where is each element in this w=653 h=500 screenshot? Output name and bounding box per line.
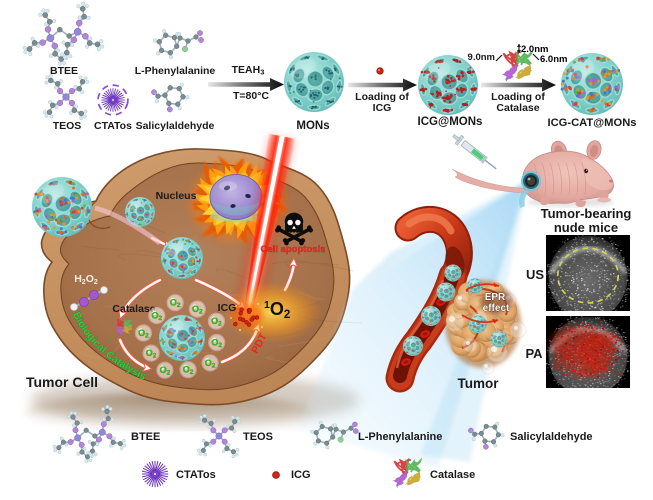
svg-text:CTATos: CTATos bbox=[176, 469, 216, 481]
svg-text:T=80°C: T=80°C bbox=[233, 90, 269, 102]
svg-text:Catalase: Catalase bbox=[430, 469, 475, 481]
svg-text:BTEE: BTEE bbox=[131, 431, 160, 443]
svg-text:Salicylaldehyde: Salicylaldehyde bbox=[136, 120, 215, 132]
svg-text:TEOS: TEOS bbox=[53, 120, 82, 132]
svg-text:Catalase: Catalase bbox=[496, 102, 539, 114]
svg-text:Tumor: Tumor bbox=[458, 376, 500, 391]
svg-text:9.0nm: 9.0nm bbox=[468, 52, 495, 63]
svg-text:TEOS: TEOS bbox=[243, 431, 273, 443]
svg-text:ICG: ICG bbox=[291, 469, 311, 481]
svg-text:EPR: EPR bbox=[485, 292, 506, 303]
svg-text:US: US bbox=[526, 267, 544, 282]
svg-text:CTATos: CTATos bbox=[94, 120, 132, 132]
svg-text:MONs: MONs bbox=[296, 120, 329, 132]
svg-text:L-Phenylalanine: L-Phenylalanine bbox=[358, 431, 442, 443]
svg-text:6.0nm: 6.0nm bbox=[540, 54, 567, 65]
svg-text:TEAH3: TEAH3 bbox=[232, 64, 265, 77]
svg-text:Salicylaldehyde: Salicylaldehyde bbox=[510, 431, 593, 443]
svg-text:effect: effect bbox=[483, 303, 510, 314]
svg-text:Cell apoptosis: Cell apoptosis bbox=[261, 244, 326, 255]
svg-text:nude mice: nude mice bbox=[554, 220, 618, 235]
svg-text:BTEE: BTEE bbox=[50, 65, 78, 77]
svg-text:ICG: ICG bbox=[218, 302, 237, 314]
svg-text:Tumor Cell: Tumor Cell bbox=[26, 374, 98, 390]
svg-text:Nucleus: Nucleus bbox=[156, 190, 197, 202]
svg-text:ICG-CAT@MONs: ICG-CAT@MONs bbox=[547, 117, 636, 129]
svg-text:Tumor-bearing: Tumor-bearing bbox=[541, 206, 632, 221]
svg-text:PA: PA bbox=[525, 346, 543, 361]
svg-text:ICG: ICG bbox=[373, 102, 392, 114]
svg-text:L-Phenylalanine: L-Phenylalanine bbox=[135, 65, 216, 77]
svg-text:ICG@MONs: ICG@MONs bbox=[418, 116, 483, 128]
